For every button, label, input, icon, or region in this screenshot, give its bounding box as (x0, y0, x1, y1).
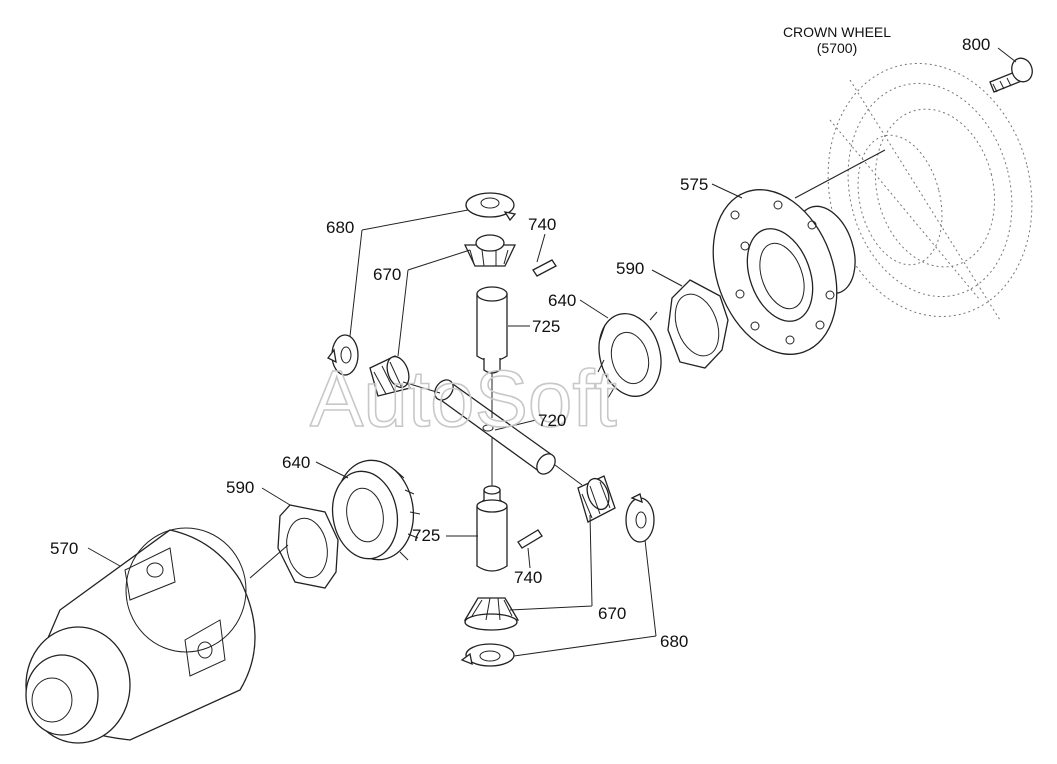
callout-590-right: 590 (616, 259, 644, 278)
thrust-washer-590-left (277, 504, 339, 589)
side-gear-640-left (331, 459, 421, 561)
thrust-washer-680-right (625, 493, 655, 543)
callout-680-top: 680 (326, 218, 354, 237)
callout-725-bottom: 725 (412, 526, 440, 545)
exploded-axis-lines (249, 149, 886, 579)
side-gear-640-right (597, 311, 662, 399)
callout-800: 800 (962, 35, 990, 54)
callout-740-top: 740 (528, 215, 556, 234)
callout-740-bottom: 740 (514, 568, 542, 587)
callout-670-top: 670 (373, 265, 401, 284)
callout-570: 570 (50, 539, 78, 558)
pin-740-bottom (517, 529, 543, 549)
thrust-washer-590-right (667, 279, 729, 369)
crown-wheel-subtitle: (5700) (817, 40, 857, 56)
pinion-gear-670-left (369, 355, 411, 397)
thrust-washer-680-bottom (460, 643, 515, 667)
pinion-gear-670-top (463, 234, 517, 267)
callout-680-bottom: 680 (660, 632, 688, 651)
callout-670-bottom: 670 (598, 604, 626, 623)
cross-shaft-725-top (476, 286, 508, 374)
pinion-gear-670-bottom (463, 597, 520, 631)
callout-725-top: 725 (532, 317, 560, 336)
cross-shaft-725-bottom (476, 485, 508, 572)
callout-590-left: 590 (226, 478, 254, 497)
watermark: AutoSoft (310, 354, 617, 443)
callout-575: 575 (680, 175, 708, 194)
crown-wheel-title: CROWN WHEEL (783, 24, 891, 40)
main-pin-720 (434, 379, 556, 475)
callout-720: 720 (538, 411, 566, 430)
leader-lines (87, 47, 1017, 657)
callout-640-left: 640 (282, 453, 310, 472)
bolt-800 (989, 57, 1033, 93)
thrust-washer-680-left (327, 334, 359, 376)
differential-case-570 (25, 527, 256, 744)
thrust-washer-680-top (465, 192, 517, 222)
callout-640-right: 640 (548, 291, 576, 310)
flange-case-575 (712, 189, 856, 355)
pinion-gear-670-right (577, 475, 616, 523)
pin-740-top (532, 259, 557, 277)
crown-wheel (827, 62, 1033, 321)
